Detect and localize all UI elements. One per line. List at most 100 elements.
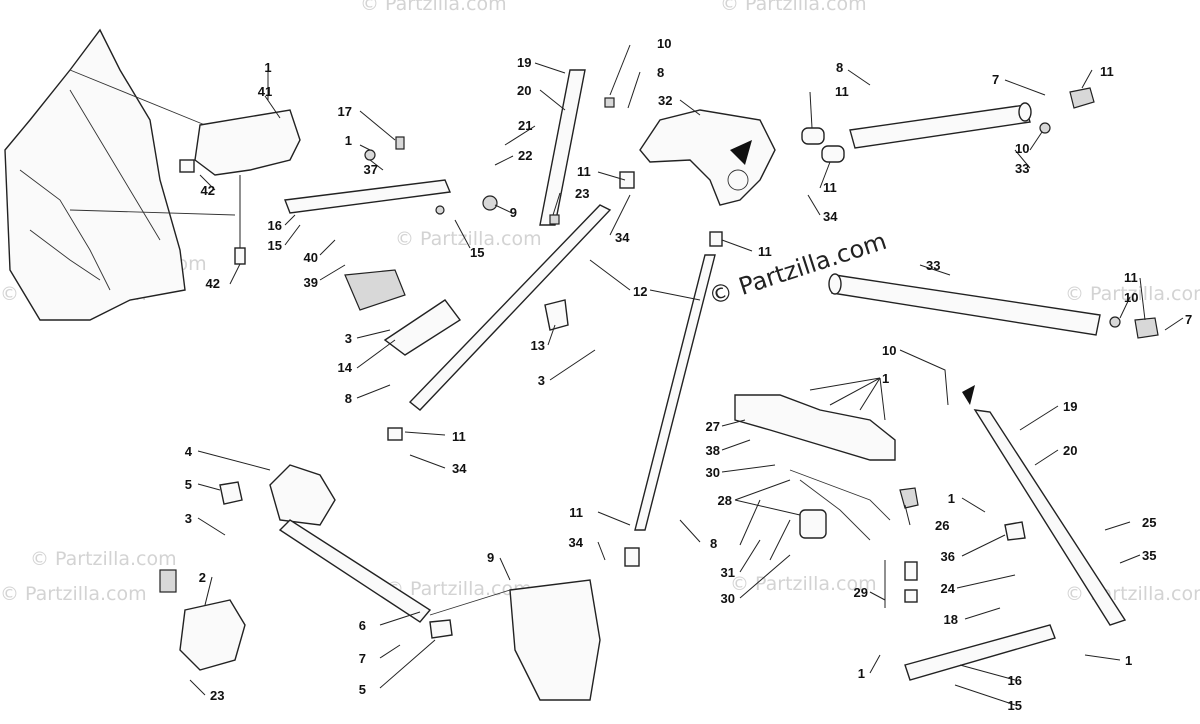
callout-label: 30	[721, 591, 735, 606]
callout-label: 11	[577, 164, 591, 179]
callout-label: 12	[633, 284, 647, 299]
bracket-41	[194, 109, 301, 176]
callout-label: 11	[835, 84, 849, 99]
harness-module-28	[799, 509, 827, 539]
bushing-11-left	[387, 427, 403, 441]
callout-label: 20	[1063, 443, 1077, 458]
callout-label: 11	[569, 505, 583, 520]
bushing-11-bottom	[624, 547, 640, 567]
support-bar-16	[284, 179, 451, 214]
callout-label: 15	[268, 238, 282, 253]
callout-label: 20	[517, 83, 531, 98]
mount-bracket-14	[383, 299, 462, 356]
callout-label: 41	[258, 84, 272, 99]
callout-label: 1	[345, 133, 352, 148]
bolt-15	[435, 205, 445, 215]
callout-label: 10	[1124, 290, 1138, 305]
connector-26	[899, 487, 919, 509]
callout-label: 35	[1142, 548, 1156, 563]
callout-label: 17	[338, 104, 352, 119]
callout-label: 16	[1008, 673, 1022, 688]
steering-support-32	[639, 109, 776, 206]
clip-5-lower	[429, 619, 453, 639]
watermark-text: © Partzilla.com	[30, 548, 177, 570]
callout-label: 8	[657, 65, 664, 80]
callout-label: 10	[882, 343, 896, 358]
washer-37	[364, 149, 376, 161]
bushing-11-top	[619, 171, 635, 189]
callout-label: 5	[359, 682, 366, 697]
callout-label: 6	[359, 618, 366, 633]
black-triangle-pointer-icon	[730, 140, 752, 165]
callout-label: 34	[569, 535, 584, 550]
callout-labels: 1 41 42 42 17 1 37 16 15 40 39 9 15 21 2…	[185, 36, 1192, 713]
watermark-text: © Partzilla.com	[395, 228, 542, 250]
callout-label: 11	[758, 244, 772, 259]
callout-label: 9	[510, 205, 517, 220]
clip-42-lower	[234, 247, 246, 265]
nut-10	[604, 97, 615, 108]
sensor-29-bottom	[904, 589, 918, 603]
callout-label: 39	[304, 275, 318, 290]
callout-label: 5	[185, 477, 192, 492]
callout-label: 10	[1015, 141, 1029, 156]
clip-11-lower-right	[1134, 317, 1159, 339]
callout-label: 24	[941, 581, 956, 596]
strut-20-upper	[539, 69, 586, 226]
frame-bracket-27	[734, 394, 896, 461]
callout-label: 9	[487, 550, 494, 565]
callout-label: 27	[706, 419, 720, 434]
tube-33-upper	[849, 104, 1031, 149]
callout-label: 11	[452, 429, 466, 444]
callout-label: 38	[706, 443, 720, 458]
callout-label: 1	[264, 60, 271, 75]
callout-label: 11	[1100, 64, 1114, 79]
callout-label: 23	[575, 186, 589, 201]
callout-label: 26	[935, 518, 949, 533]
control-module-3	[344, 269, 406, 311]
watermark-text: © Partzilla.com	[720, 0, 867, 15]
callout-label: 1	[882, 371, 889, 386]
connector-2	[159, 569, 177, 593]
callout-label: 32	[658, 93, 672, 108]
clip-13	[544, 299, 569, 331]
callout-label: 29	[854, 585, 868, 600]
callout-label: 4	[185, 444, 193, 459]
callout-label: 22	[518, 148, 532, 163]
callout-label: 34	[452, 461, 467, 476]
tube-33-lower	[831, 274, 1101, 336]
clip-42-upper	[179, 159, 195, 173]
nut-9	[482, 195, 498, 211]
callout-label: 7	[359, 651, 366, 666]
callout-label: 21	[518, 118, 532, 133]
callout-label: 18	[944, 612, 958, 627]
left-body-panel	[4, 28, 236, 321]
bushing-11-upper-a	[801, 127, 825, 145]
callout-label: 3	[345, 331, 352, 346]
watermark-text: © Partzilla.com	[730, 573, 877, 595]
bushing-11-mid	[709, 231, 723, 247]
callout-label: 28	[718, 493, 732, 508]
callout-label: 11	[823, 180, 837, 195]
watermark-text: © Partzilla.com	[1065, 283, 1200, 305]
leader-lines	[189, 44, 1184, 706]
callout-label: 10	[657, 36, 671, 51]
bushing-11-upper-b	[821, 145, 845, 163]
parts-line-art	[4, 28, 1159, 701]
callout-label: 11	[1124, 270, 1138, 285]
callout-label: 23	[210, 688, 224, 703]
sensor-29-top	[904, 561, 918, 581]
callout-label: 42	[201, 183, 215, 198]
watermark-text: © Partzilla.com	[360, 0, 507, 15]
nut-23	[549, 214, 560, 225]
callout-label: 7	[992, 72, 999, 87]
callout-label: 36	[941, 549, 955, 564]
support-bar-16-lower	[904, 624, 1056, 681]
tube-6	[278, 519, 432, 623]
callout-label: 33	[926, 258, 940, 273]
bracket-4	[269, 464, 336, 526]
nut-10-lower	[1109, 316, 1121, 328]
steering-shaft-tube-12-left	[408, 204, 612, 411]
nut-10-right	[1039, 122, 1051, 134]
lower-frame-section	[509, 579, 601, 701]
